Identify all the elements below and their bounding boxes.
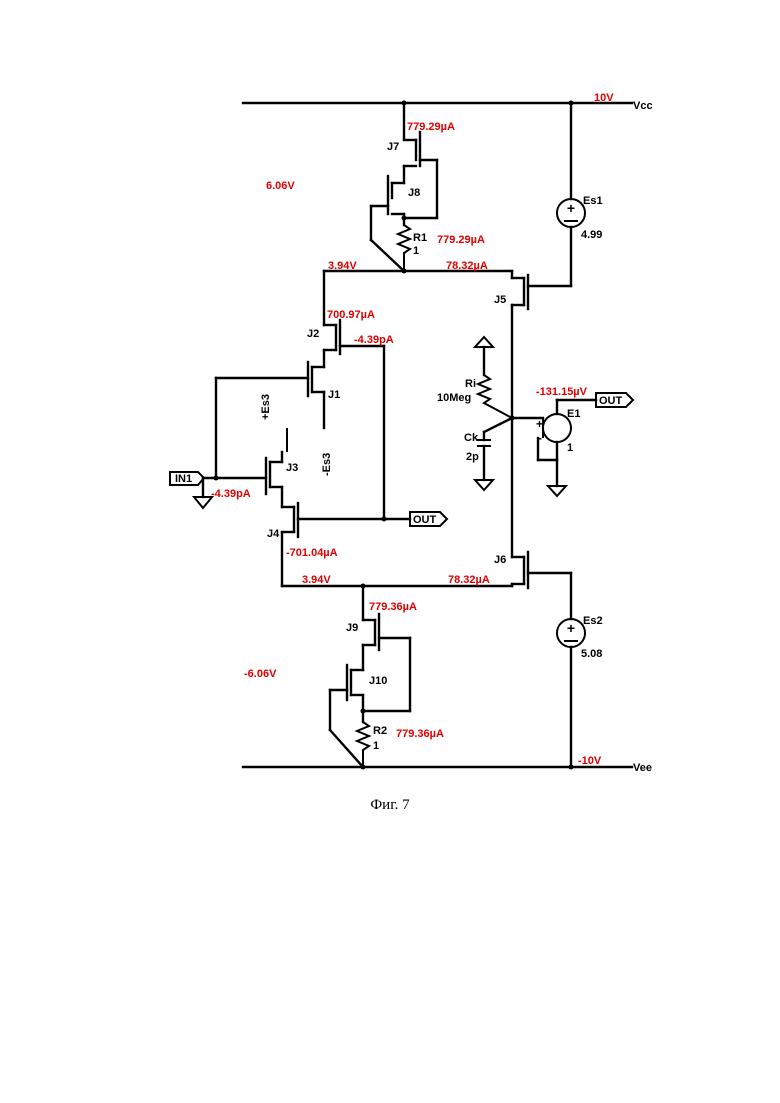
- e1-buffer: + -: [536, 400, 596, 496]
- meas-i-j1: -4.39pA: [354, 334, 394, 346]
- label-j7: J7: [387, 141, 399, 153]
- label-r2-value: 1: [373, 740, 379, 752]
- meas-v-top: 6.06V: [266, 180, 295, 192]
- meas-i-j5: 78.32µA: [446, 260, 488, 272]
- in1-port-label: IN1: [175, 473, 192, 485]
- label-es1-value: 4.99: [581, 229, 602, 241]
- label-r2: R2: [373, 725, 387, 737]
- meas-i-j2: 700.97µA: [327, 309, 375, 321]
- svg-text:+: +: [567, 200, 575, 216]
- vcc-rail: [243, 101, 632, 106]
- label-j10: J10: [369, 675, 387, 687]
- meas-v-node-top: 3.94V: [328, 260, 357, 272]
- label-ck-value: 2p: [466, 451, 479, 463]
- label-j5: J5: [494, 294, 506, 306]
- label-es3-plus: +Es3: [260, 394, 272, 420]
- label-es3-minus: -Es3: [321, 453, 333, 476]
- meas-i-j4: -701.04µA: [286, 547, 338, 559]
- label-r1: R1: [413, 232, 427, 244]
- label-es2-value: 5.08: [581, 648, 602, 660]
- meas-v-bottom: -6.06V: [244, 668, 277, 680]
- label-j2: J2: [307, 328, 319, 340]
- es1-source: +: [557, 103, 585, 286]
- meas-i-in: -4.39pA: [211, 488, 251, 500]
- out-port-right: OUT: [596, 393, 633, 407]
- out-port-left-label: OUT: [413, 514, 437, 526]
- svg-text:+: +: [536, 417, 543, 431]
- j6-transistor: [512, 552, 571, 588]
- svg-text:+: +: [567, 620, 575, 636]
- meas-vcc: 10V: [594, 92, 614, 104]
- meas-i-j9: 779.36µA: [369, 601, 417, 613]
- label-j8: J8: [408, 187, 420, 199]
- meas-vee: -10V: [578, 755, 602, 767]
- in1-port: IN1: [170, 472, 204, 485]
- out-port-right-label: OUT: [599, 395, 623, 407]
- label-vee: Vee: [633, 762, 652, 774]
- meas-i-r1: 779.29µA: [437, 234, 485, 246]
- out-port-left: OUT: [410, 512, 447, 526]
- label-vcc: Vcc: [633, 100, 653, 112]
- label-ck: Ck: [464, 432, 479, 444]
- label-j9: J9: [346, 622, 358, 634]
- label-j1: J1: [328, 389, 340, 401]
- j3-j4-stage: [194, 452, 410, 586]
- figure-caption: Фиг. 7: [370, 797, 410, 813]
- label-j3: J3: [286, 462, 298, 474]
- label-es2: Es2: [583, 615, 603, 627]
- es2-source: +: [557, 573, 585, 767]
- label-ri: Ri: [465, 378, 476, 390]
- vee-rail: [243, 765, 632, 770]
- meas-i-r2: 779.36µA: [396, 728, 444, 740]
- meas-i-e1: -131.15µV: [536, 386, 588, 398]
- label-j6: J6: [494, 554, 506, 566]
- ri-ck-network: [475, 337, 543, 490]
- meas-i-j6: 78.32µA: [448, 574, 490, 586]
- label-j4: J4: [267, 528, 280, 540]
- label-e1: E1: [567, 408, 580, 420]
- meas-v-node-bottom: 3.94V: [302, 574, 331, 586]
- label-r1-value: 1: [413, 245, 419, 257]
- meas-i-j7: 779.29µA: [407, 121, 455, 133]
- label-es1: Es1: [583, 195, 603, 207]
- label-ri-value: 10Meg: [437, 392, 471, 404]
- label-e1-value: 1: [567, 442, 573, 454]
